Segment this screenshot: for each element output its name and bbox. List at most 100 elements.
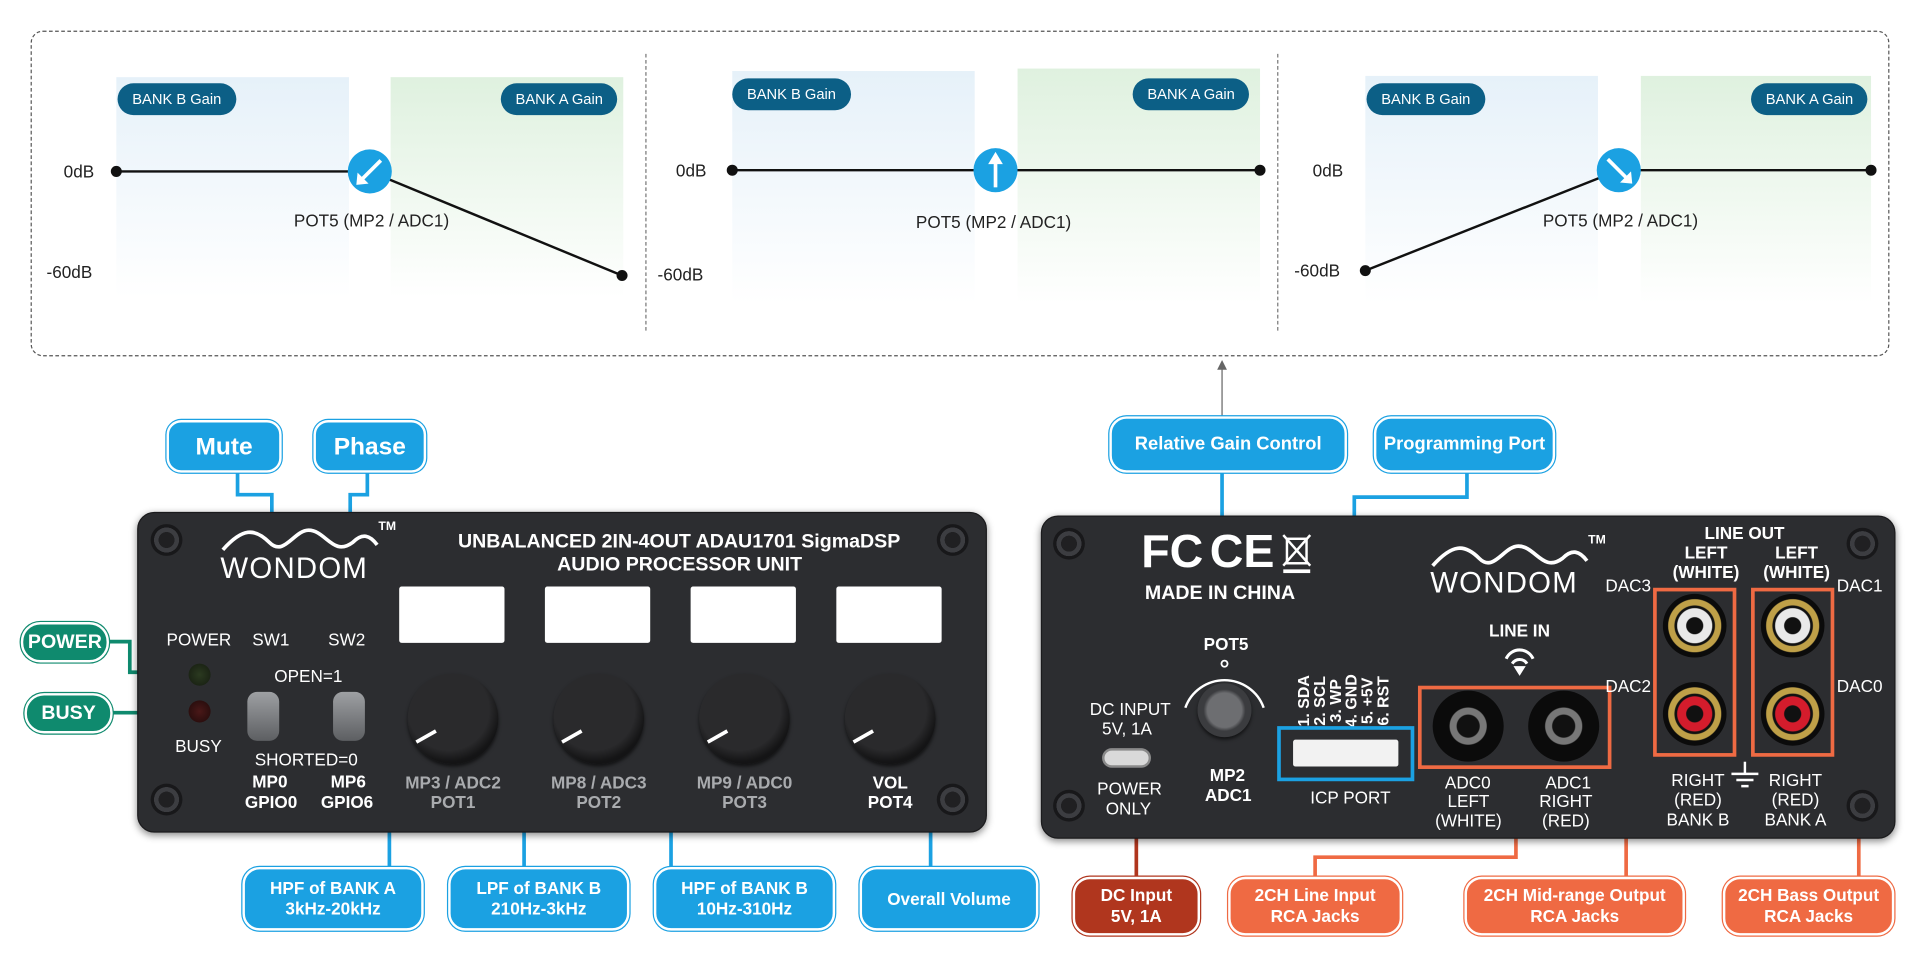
mute-switch[interactable] <box>247 691 280 741</box>
power-only-label: ONLY <box>1105 798 1152 818</box>
adc0-channel: LEFT (WHITE) <box>1435 791 1502 831</box>
pot5-label: POT5 (MP2 / ADC1) <box>915 211 1072 232</box>
sw2-label: SW2 <box>328 629 366 649</box>
brand-logo: WONDOM <box>220 552 369 586</box>
gain-divider <box>645 53 647 331</box>
mp0-label: MP0 <box>252 771 288 792</box>
pot2-label: MP8 / ADC3 <box>550 772 647 793</box>
gain-diagram-box <box>30 30 1890 357</box>
midrange-output-callout: 2CH Mid-range Output RCA Jacks <box>1464 876 1685 936</box>
bank-a-gain-label: BANK A Gain <box>1751 83 1868 116</box>
dac3-rca-jack[interactable] <box>1662 593 1727 658</box>
adc1-label: ADC1 <box>1204 784 1252 805</box>
pot1-knob[interactable] <box>407 673 499 765</box>
icp-connector <box>1293 739 1399 767</box>
fc-mark: FC <box>1141 526 1204 578</box>
bank-b-gain-label: BANK B Gain <box>732 78 851 111</box>
icp-port-highlight[interactable] <box>1277 726 1415 782</box>
dac0-label: DAC0 <box>1836 675 1883 696</box>
screw <box>1846 789 1879 822</box>
ce-mark: CE <box>1209 526 1275 578</box>
power-only-label: POWER <box>1097 778 1162 799</box>
hpf-bank-b-callout: HPF of BANK B 10Hz-310Hz <box>653 866 836 931</box>
shorted-label: SHORTED=0 <box>254 749 358 769</box>
bank-b-gain-label: BANK B Gain <box>1366 83 1485 116</box>
pot2-knob[interactable] <box>553 673 645 765</box>
zero-db-label: 0dB <box>1312 160 1344 181</box>
dac3-label: DAC3 <box>1605 575 1652 596</box>
gain-divider <box>1277 53 1279 331</box>
phase-callout: Phase <box>313 420 427 473</box>
pot5-label: POT5 (MP2 / ADC1) <box>293 210 450 231</box>
made-in-label: MADE IN CHINA <box>1144 582 1296 604</box>
icp-port-label: ICP PORT <box>1310 787 1391 807</box>
line-out-left-label: LEFT (WHITE) <box>1763 542 1830 582</box>
dac2-label: DAC2 <box>1605 675 1652 696</box>
pot3-id: POT3 <box>722 792 767 812</box>
adc1-label: ADC1 <box>1545 772 1592 793</box>
brand-logo: WONDOM <box>1430 566 1578 601</box>
pot5-label: POT5 (MP2 / ADC1) <box>1542 210 1699 231</box>
minus-60db-label: -60dB <box>657 264 704 285</box>
line-in-highlight <box>1417 685 1612 769</box>
label-window <box>836 586 942 643</box>
panel-subtitle: AUDIO PROCESSOR UNIT <box>557 554 803 576</box>
wondom-wave-logo <box>1431 544 1589 567</box>
minus-60db-label: -60dB <box>1294 260 1341 281</box>
pot1-label: MP3 / ADC2 <box>405 772 501 793</box>
dc-input-callout: DC Input 5V, 1A <box>1072 876 1201 936</box>
bass-highlight <box>1751 587 1835 757</box>
pot5-arc <box>1184 659 1265 709</box>
busy-label: BUSY <box>175 735 222 756</box>
hpf-bank-a-callout: HPF of BANK A 3kHz-20kHz <box>242 866 424 931</box>
power-label: POWER <box>166 629 232 649</box>
line-input-callout: 2CH Line Input RCA Jacks <box>1228 876 1403 936</box>
usb-c-port[interactable] <box>1102 748 1152 768</box>
adc0-label: ADC0 <box>1444 772 1491 793</box>
line-in-right-jack[interactable] <box>1528 690 1600 762</box>
dac1-label: DAC1 <box>1836 575 1883 596</box>
line-in-left-jack[interactable] <box>1432 690 1504 762</box>
line-out-left-label: LEFT (WHITE) <box>1672 542 1740 582</box>
mp2-label: MP2 <box>1209 765 1246 785</box>
bass-output-callout: 2CH Bass Output RCA Jacks <box>1722 876 1895 936</box>
pot3-knob[interactable] <box>699 673 790 765</box>
screw <box>936 783 969 816</box>
pot3-label: MP9 / ADC0 <box>696 772 793 793</box>
bank-b-gain-label: BANK B Gain <box>117 83 236 116</box>
gpio0-label: GPIO0 <box>244 792 298 812</box>
front-panel <box>137 511 987 833</box>
trademark: TM <box>378 520 397 534</box>
zero-db-label: 0dB <box>63 161 95 182</box>
dc-spec-label: 5V, 1A <box>1102 718 1152 739</box>
screw <box>150 783 183 816</box>
panel-title: UNBALANCED 2IN-4OUT ADAU1701 SigmaDSP <box>457 531 901 553</box>
label-window <box>690 586 796 643</box>
mute-callout: Mute <box>166 420 282 473</box>
icp-pin-list: 1. SDA 2. SCL 3. WP 4. GND 5. +5V 6. RST <box>1294 674 1393 728</box>
weee-bin-icon <box>1282 534 1312 574</box>
dc-input-label: DC INPUT <box>1089 699 1171 719</box>
power-callout: POWER <box>20 622 109 663</box>
pot5-knob[interactable] <box>1197 683 1252 738</box>
wondom-wave-logo <box>221 528 379 552</box>
phase-switch[interactable] <box>333 691 365 741</box>
bank-a-gain-label: BANK A Gain <box>500 83 618 116</box>
gpio6-label: GPIO6 <box>320 792 374 812</box>
label-window <box>399 586 505 643</box>
dac1-rca-jack[interactable] <box>1760 593 1825 658</box>
bank-a-gain-label: BANK A Gain <box>1132 78 1250 111</box>
pot4-knob[interactable] <box>844 673 936 765</box>
dac2-rca-jack[interactable] <box>1662 682 1727 746</box>
power-led <box>188 663 211 686</box>
dac0-rca-jack[interactable] <box>1760 682 1825 746</box>
screw <box>150 524 183 556</box>
screw <box>1053 527 1085 560</box>
screw <box>1846 527 1879 560</box>
ground-icon <box>1731 761 1759 788</box>
screw <box>1053 789 1085 822</box>
pot1-id: POT1 <box>430 792 476 812</box>
pot4-id: POT4 <box>867 792 913 812</box>
mp6-label: MP6 <box>330 771 366 792</box>
busy-callout: BUSY <box>24 693 113 734</box>
